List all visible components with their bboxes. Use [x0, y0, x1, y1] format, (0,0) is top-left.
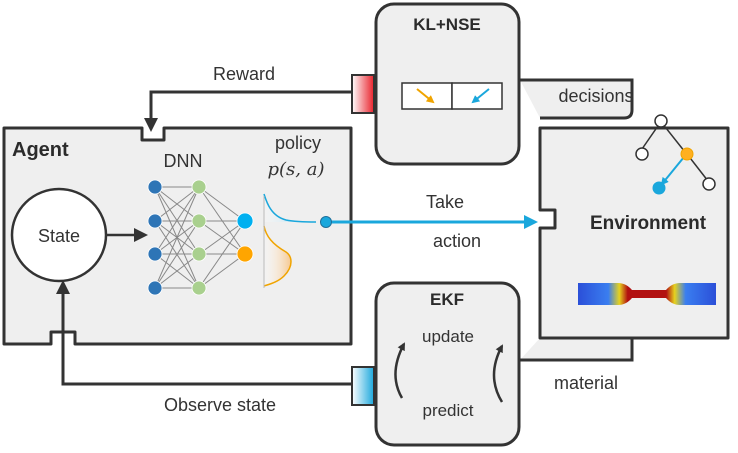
action-label: action	[433, 231, 481, 251]
environment-box: Environment	[538, 114, 730, 340]
observe-state-arrow: Observe state	[56, 280, 352, 415]
hidden-neuron	[191, 246, 207, 262]
dnn-edge	[154, 186, 200, 222]
agent-box: Agent DNN policy p(s, a) State	[2, 126, 353, 346]
dnn-edge	[154, 186, 200, 289]
policy-formula: p(s, a)	[268, 159, 325, 180]
reward-label: Reward	[213, 64, 275, 84]
ekf-box: EKF update predict	[351, 281, 521, 447]
ekf-title: EKF	[430, 290, 464, 309]
dnn-edge	[198, 220, 246, 289]
state-label: State	[38, 226, 80, 246]
policy-label: policy	[275, 133, 321, 153]
observe-port	[351, 366, 375, 406]
hidden-neuron	[191, 179, 207, 195]
nse-arrow-icon	[471, 88, 490, 104]
agent-title: Agent	[12, 139, 69, 161]
dnn-edge	[154, 220, 200, 289]
output-neuron	[236, 212, 254, 230]
take-action-arrow: Take action	[320, 192, 538, 251]
kl-arrow-icon	[416, 88, 435, 104]
output-neuron	[236, 245, 254, 263]
predict-label: predict	[422, 401, 473, 420]
input-neuron	[147, 246, 163, 262]
cycle-arrow-left	[394, 342, 406, 399]
reward-port	[351, 74, 375, 114]
blue-distribution	[264, 194, 316, 222]
update-label: update	[422, 327, 474, 346]
dnn-nodes	[147, 179, 254, 296]
decisions-channel	[520, 78, 634, 120]
material-label: material	[554, 373, 618, 393]
hidden-neuron	[191, 213, 207, 229]
dnn-edge	[198, 253, 246, 289]
policy-distributions	[263, 193, 317, 288]
observe-state-label: Observe state	[164, 395, 276, 415]
input-neuron	[147, 280, 163, 296]
decisions-label: decisions	[558, 86, 633, 106]
input-neuron	[147, 179, 163, 195]
reward-arrow: Reward	[144, 64, 352, 132]
environment-title: Environment	[590, 213, 707, 234]
dnn-edge	[154, 186, 200, 255]
material-channel	[520, 336, 634, 362]
hidden-neuron	[191, 280, 207, 296]
kl-nse-title: KL+NSE	[413, 15, 481, 34]
input-neuron	[147, 213, 163, 229]
dnn-label: DNN	[164, 151, 203, 171]
nse-cell	[451, 82, 503, 110]
specimen-field-icon	[578, 283, 716, 305]
orange-distribution	[264, 226, 291, 286]
decision-tree-icon	[635, 114, 716, 195]
kl-nse-box: KL+NSE	[351, 2, 521, 166]
dnn-edge	[198, 186, 246, 222]
kl-cell	[401, 82, 453, 110]
cycle-arrow-right	[492, 344, 504, 403]
dnn-edge	[154, 253, 200, 289]
dnn-edge	[198, 220, 246, 255]
take-label: Take	[426, 192, 464, 212]
